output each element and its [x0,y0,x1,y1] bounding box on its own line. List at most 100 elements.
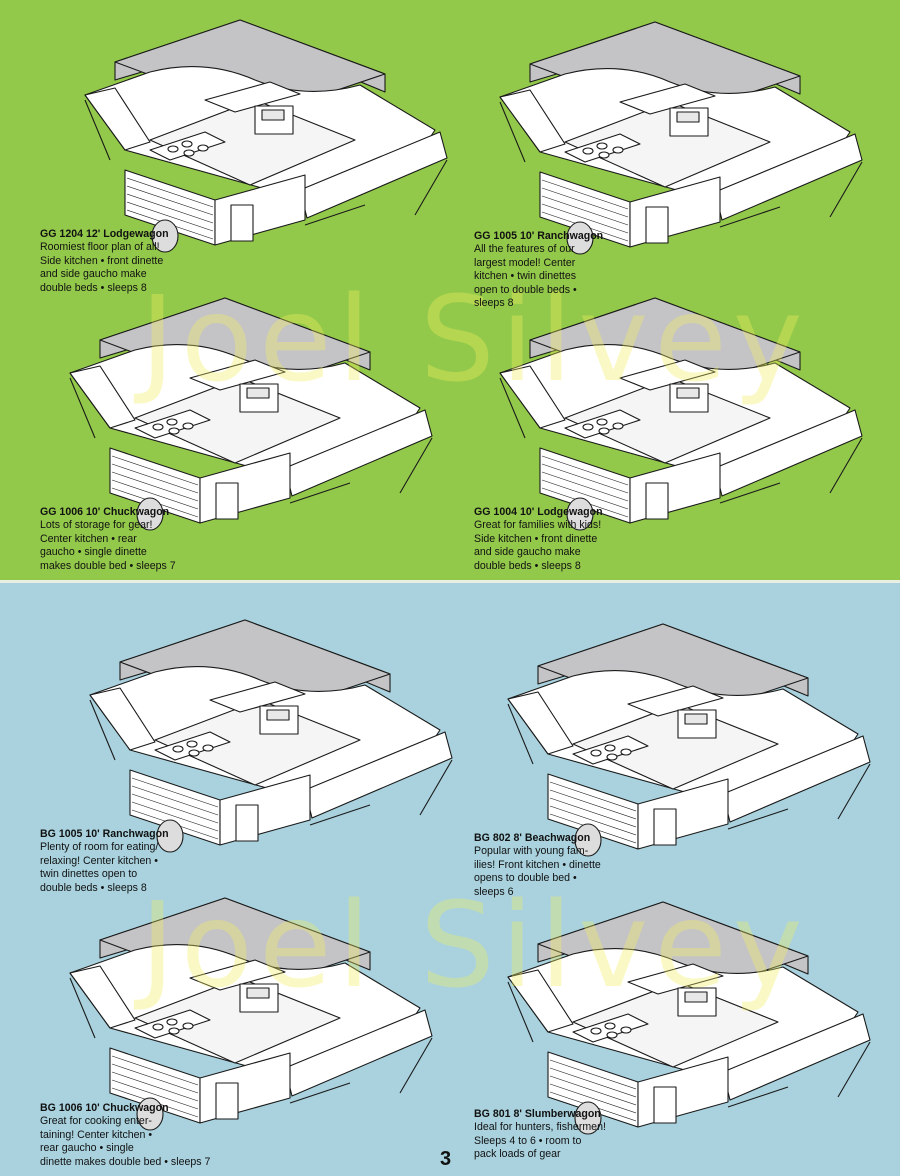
support-pole [499,377,526,439]
support-pole [499,101,526,163]
sink [684,991,708,1003]
interior-floor [134,377,341,464]
burner [604,1022,616,1030]
support-pole [289,1082,351,1104]
camper-illustration-bg802 [507,623,871,857]
bed-end-left [89,687,156,751]
burner [181,140,193,148]
support-pole [69,977,96,1039]
siding-line [549,1083,637,1114]
support-pole [727,1086,789,1108]
camper-illustration-gg1005 [499,21,863,255]
sink [676,387,700,399]
burner [197,144,209,152]
burner [152,423,164,431]
siding-line [131,793,219,824]
burner [167,145,179,153]
wheel [136,497,164,531]
support-pole [837,763,871,820]
support-pole [837,1041,871,1098]
door [215,1082,239,1120]
support-pole [829,161,863,218]
bed-end-left [507,969,574,1033]
burner [172,745,184,753]
caption-bg1005: BG 1005 10' Ranchwagon Plenty of room fo… [40,828,230,895]
burner [612,422,624,430]
interior-floor [572,703,779,790]
burner [598,427,610,435]
siding-line [549,797,637,828]
support-pole [84,99,111,161]
wheel [574,1101,602,1135]
caption-gg1004: GG 1004 10' Lodgewagon Great for familie… [474,506,664,573]
caption-title: GG 1006 10' Chuckwagon [40,506,170,518]
sink [676,111,700,123]
counter [209,681,306,713]
caption-title: BG 1006 10' Chuckwagon [40,1102,169,1114]
door [645,482,669,520]
burner [598,151,610,159]
burner [596,142,608,150]
siding-line [111,1063,199,1094]
burner [188,749,200,757]
burner [582,423,594,431]
door [235,804,259,842]
sink [261,109,285,121]
burner [202,744,214,752]
caption-gg1005: GG 1005 10' Ranchwagon All the features … [474,230,664,310]
support-pole [304,204,366,226]
door [230,204,254,242]
burner [166,1018,178,1026]
support-pole [399,1037,433,1094]
burner [168,427,180,435]
siding-line [549,781,637,812]
caption-gg1006: GG 1006 10' Chuckwagon Lots of storage f… [40,506,230,573]
bed-end-left [84,87,151,151]
counter [189,959,286,991]
burner [612,146,624,154]
siding-line [541,463,629,494]
siding-line [126,185,214,216]
wheel [566,221,594,255]
counter [627,685,724,717]
camper-illustration-gg1004 [499,297,863,531]
caption-title: GG 1005 10' Ranchwagon [474,230,604,242]
interior-floor [564,101,771,188]
sink [246,387,270,399]
wheel [151,219,179,253]
siding-line [126,201,214,232]
burner [182,422,194,430]
siding-line [111,463,199,494]
caption-title: BG 1005 10' Ranchwagon [40,828,169,840]
burner [152,1023,164,1031]
counter [189,359,286,391]
burner [166,418,178,426]
siding-line [111,1055,199,1086]
caption-title: BG 801 8' Slumberwagon [474,1108,601,1120]
siding-line [549,1059,637,1090]
panel-divider [0,580,900,583]
siding-line [111,455,199,486]
counter [627,963,724,995]
siding-line [549,1075,637,1106]
interior-floor [572,981,779,1068]
bed-end-left [507,691,574,755]
door [645,206,669,244]
camper-illustration-bg1006 [69,897,433,1131]
counter [619,83,716,115]
caption-title: BG 802 8' Beachwagon [474,832,591,844]
siding-line [541,455,629,486]
interior-floor [149,99,356,186]
burner [606,1031,618,1039]
wheel [136,1097,164,1131]
siding-line [541,479,629,510]
wheel [566,497,594,531]
sink [246,987,270,999]
sink [266,709,290,721]
siding-line [111,471,199,502]
camper-illustration-bg801 [507,901,871,1135]
siding-line [111,1079,199,1110]
support-pole [414,159,448,216]
caption-title: GG 1204 12' Lodgewagon [40,228,169,240]
support-pole [719,482,781,504]
